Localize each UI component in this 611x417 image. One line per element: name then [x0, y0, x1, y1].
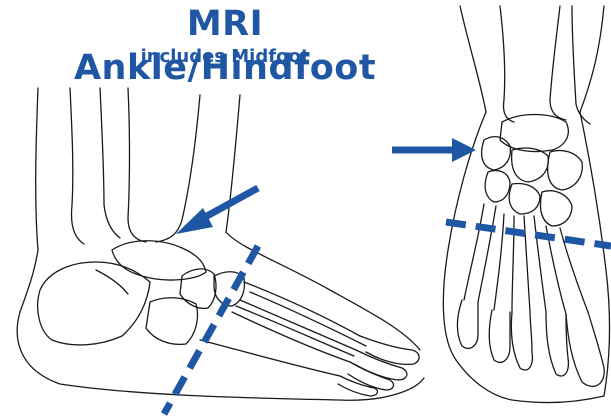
- lateral-foot-view: [17, 88, 424, 400]
- fibula-bone: [572, 6, 590, 124]
- ap-foot-view: [443, 6, 609, 403]
- calcaneus-bone: [38, 262, 150, 345]
- lateral-arrow: [176, 188, 258, 234]
- tibia-bone: [500, 6, 514, 122]
- fibula-bone: [70, 88, 84, 244]
- tarsal-bones: [482, 137, 511, 170]
- tibia-bone: [128, 88, 146, 242]
- leg-posterior-outline: [20, 88, 38, 312]
- leg-anterior-outline: [226, 95, 240, 232]
- talus-bone: [112, 241, 206, 280]
- ap-slice-line: [446, 222, 611, 246]
- sole-outline: [17, 312, 424, 400]
- navicular-bone: [180, 269, 216, 308]
- phalanges: [458, 300, 479, 348]
- ap-arrow: [392, 138, 476, 162]
- leg-outline: [460, 6, 486, 112]
